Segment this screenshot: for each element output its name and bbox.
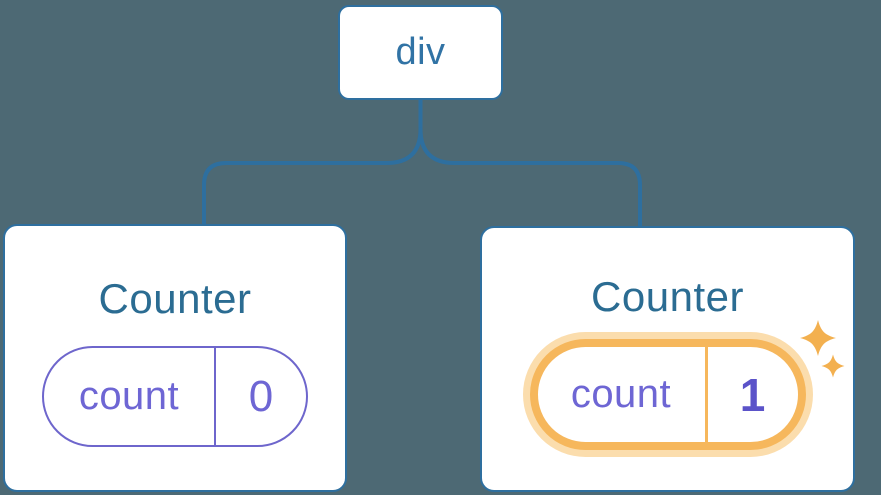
counter-card-right: Counter count 1 xyxy=(480,226,855,492)
state-key: count xyxy=(78,374,180,418)
counter-title: Counter xyxy=(98,275,252,322)
counter-card-left: Counter count 0 xyxy=(3,224,347,492)
state-key: count xyxy=(570,372,672,416)
root-node-label: div xyxy=(395,31,446,73)
state-pill: count 0 xyxy=(42,346,308,447)
connector-right-branch xyxy=(418,127,642,228)
state-value: 0 xyxy=(214,348,306,445)
state-pill-highlighted: count 1 xyxy=(529,339,806,450)
root-node: div xyxy=(338,5,503,100)
counter-title: Counter xyxy=(591,273,744,320)
state-value: 1 xyxy=(704,347,798,442)
connector-left-branch xyxy=(202,127,423,226)
